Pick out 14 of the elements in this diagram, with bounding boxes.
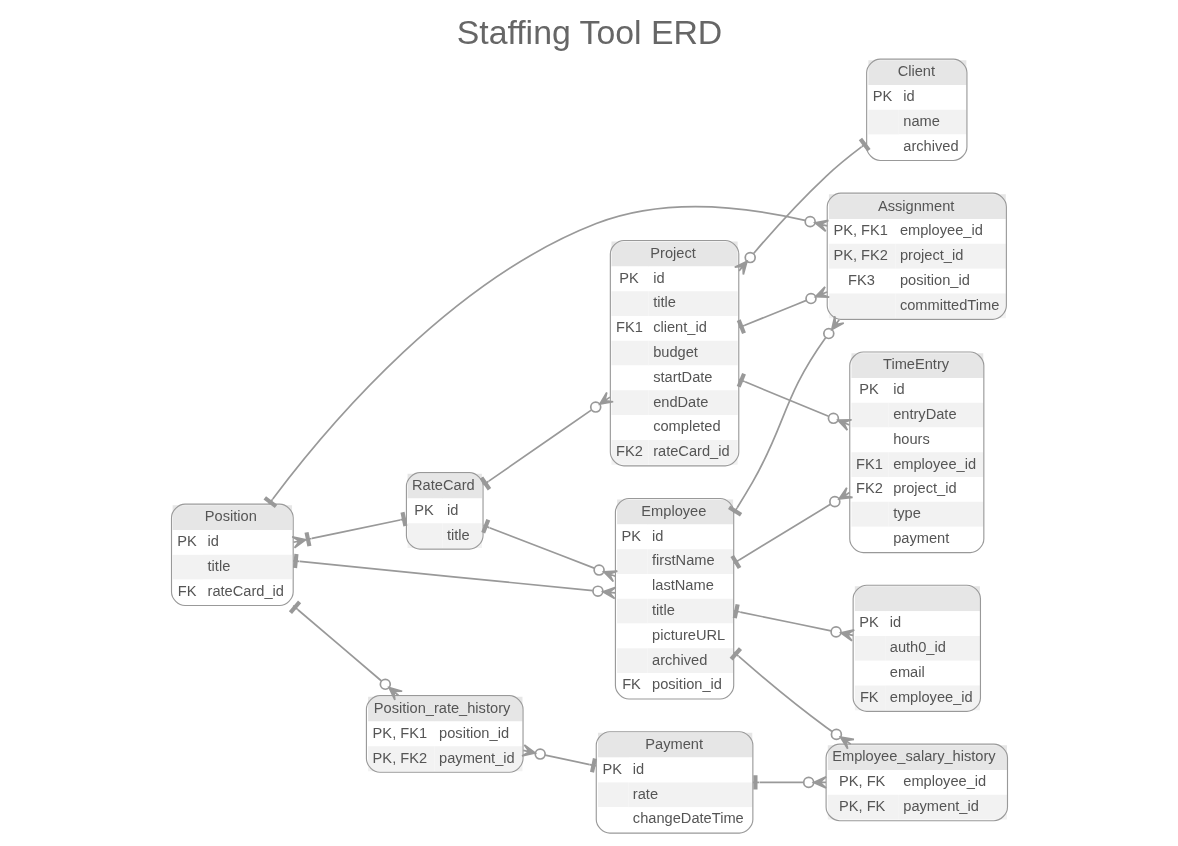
connector	[736, 372, 852, 431]
connector	[733, 137, 871, 276]
connector	[520, 744, 597, 773]
connector	[288, 600, 403, 701]
connector	[732, 603, 855, 642]
connector	[729, 647, 855, 750]
connector	[480, 518, 618, 583]
connector	[479, 391, 614, 491]
connector	[729, 487, 853, 570]
connector	[727, 315, 845, 517]
connector	[736, 286, 830, 334]
diagram-title: Staffing Tool ERD	[456, 13, 722, 52]
connector	[263, 206, 829, 508]
connector	[290, 511, 407, 549]
